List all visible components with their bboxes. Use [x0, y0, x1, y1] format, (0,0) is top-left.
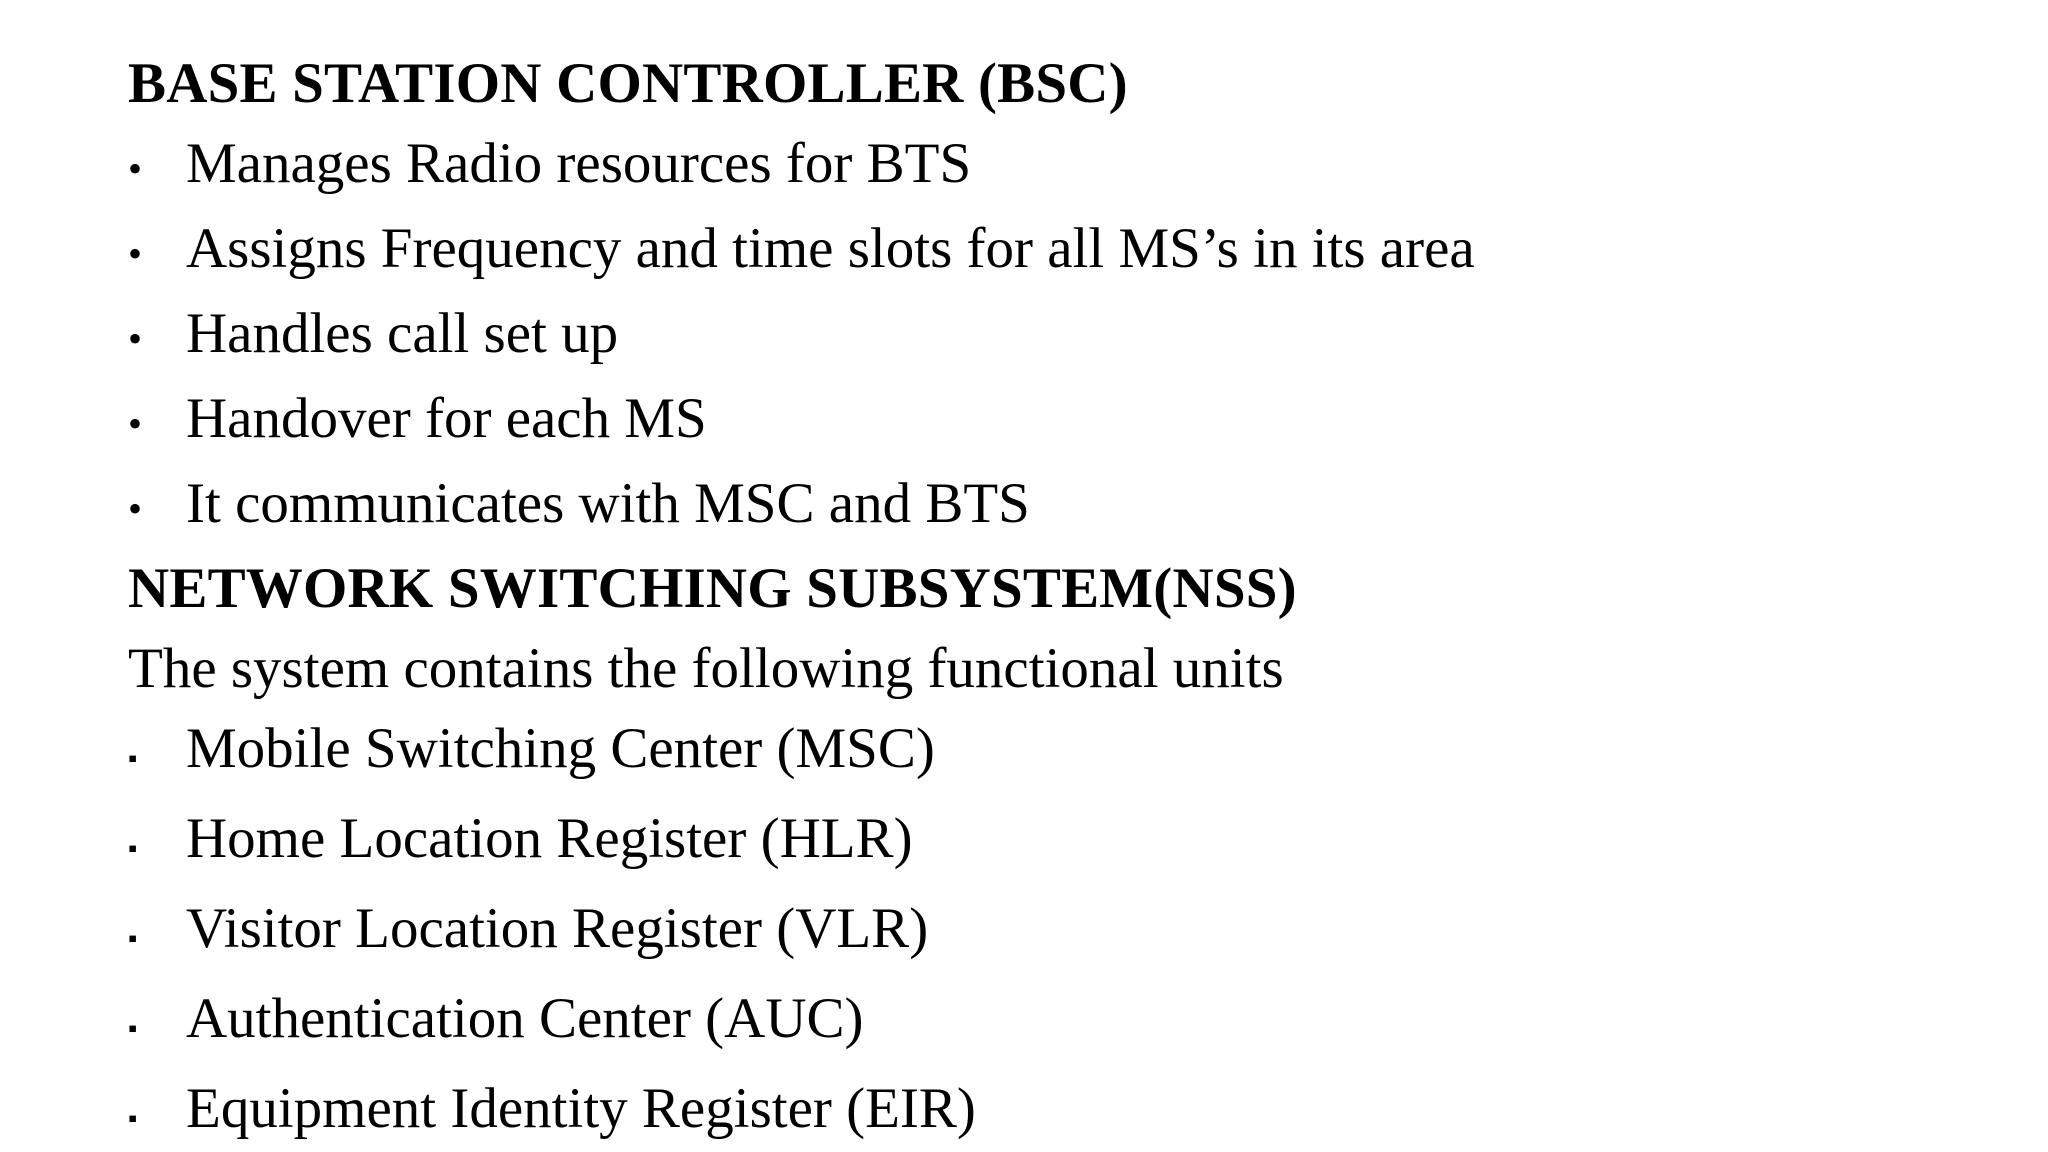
list-item: ▪ Visitor Location Register (VLR): [128, 889, 1928, 979]
list-item-label: Handover for each MS: [186, 387, 707, 450]
list-item-label: It communicates with MSC and BTS: [186, 472, 1030, 535]
list-item: ▪ Home Location Register (HLR): [128, 799, 1928, 889]
section-heading-nss: NETWORK SWITCHING SUBSYSTEM(NSS): [128, 557, 1297, 620]
list-item-label: Equipment Identity Register (EIR): [186, 1077, 976, 1140]
list-item: ▪ Mobile Switching Center (MSC): [128, 709, 1928, 799]
section-heading-bsc: BASE STATION CONTROLLER (BSC): [128, 52, 1128, 115]
square-bullet-icon: ▪: [128, 834, 138, 863]
slide-body: BASE STATION CONTROLLER (BSC) • Manages …: [128, 44, 1928, 1152]
square-bullet-icon: ▪: [128, 744, 138, 773]
square-bullet-icon: ▪: [128, 1104, 138, 1133]
list-item-label: Mobile Switching Center (MSC): [186, 717, 935, 780]
list-item-label: Assigns Frequency and time slots for all…: [186, 217, 1475, 280]
list-item: • Handles call set up: [128, 294, 1928, 379]
list-item: ▪ Authentication Center (AUC): [128, 979, 1928, 1069]
list-item-label: Visitor Location Register (VLR): [186, 897, 929, 960]
list-item: • Manages Radio resources for BTS: [128, 124, 1928, 209]
list-item-label: Home Location Register (HLR): [186, 807, 913, 870]
list-item: • Assigns Frequency and time slots for a…: [128, 209, 1928, 294]
round-bullet-icon: •: [128, 316, 143, 361]
list-item: • It communicates with MSC and BTS: [128, 464, 1928, 549]
list-item: • Handover for each MS: [128, 379, 1928, 464]
intro-text: The system contains the following functi…: [128, 637, 1284, 700]
round-bullet-icon: •: [128, 486, 143, 531]
round-bullet-icon: •: [128, 146, 143, 191]
list-item-label: Handles call set up: [186, 302, 619, 365]
list-item-label: Authentication Center (AUC): [186, 987, 864, 1050]
list-item: ▪ Equipment Identity Register (EIR): [128, 1069, 1928, 1152]
square-bullet-icon: ▪: [128, 1014, 138, 1043]
square-bullet-icon: ▪: [128, 924, 138, 953]
round-bullet-icon: •: [128, 401, 143, 446]
list-item-label: Manages Radio resources for BTS: [186, 132, 972, 195]
round-bullet-icon: •: [128, 231, 143, 276]
